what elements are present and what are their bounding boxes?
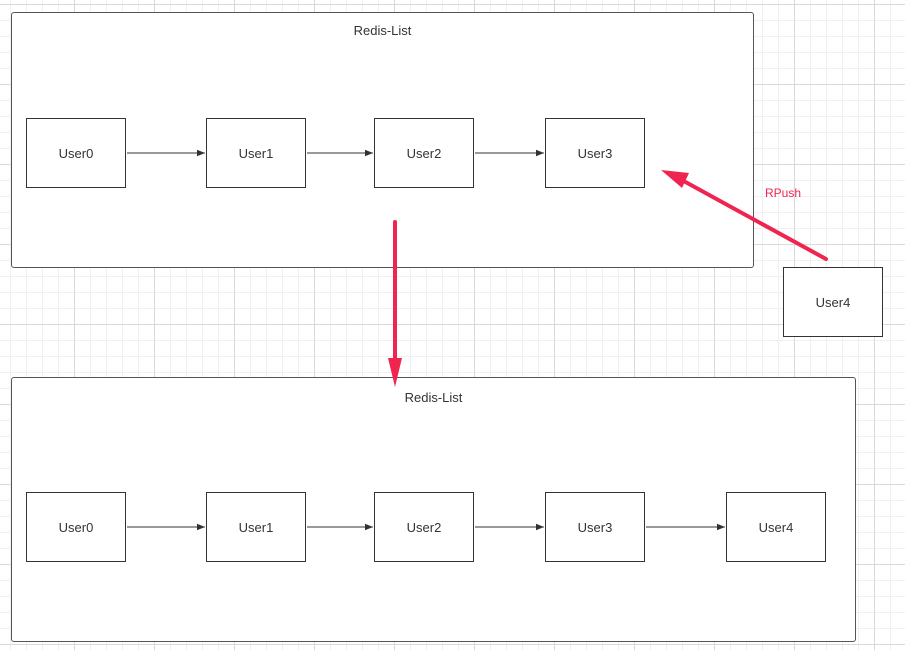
bottom-node-user2[interactable]: User2 — [374, 492, 474, 562]
bottom-node-user3[interactable]: User3 — [545, 492, 645, 562]
bottom-node-user0[interactable]: User0 — [26, 492, 126, 562]
top-container-title: Redis-List — [353, 23, 412, 38]
incoming-node-user4[interactable]: User4 — [783, 267, 883, 337]
bottom-container-title: Redis-List — [404, 390, 463, 405]
bottom-node-user1[interactable]: User1 — [206, 492, 306, 562]
top-node-user0[interactable]: User0 — [26, 118, 126, 188]
bottom-redis-list-container: Redis-List — [11, 377, 856, 642]
bottom-node-user4[interactable]: User4 — [726, 492, 826, 562]
rpush-label: RPush — [765, 186, 802, 200]
top-node-user3[interactable]: User3 — [545, 118, 645, 188]
top-node-user2[interactable]: User2 — [374, 118, 474, 188]
top-node-user1[interactable]: User1 — [206, 118, 306, 188]
